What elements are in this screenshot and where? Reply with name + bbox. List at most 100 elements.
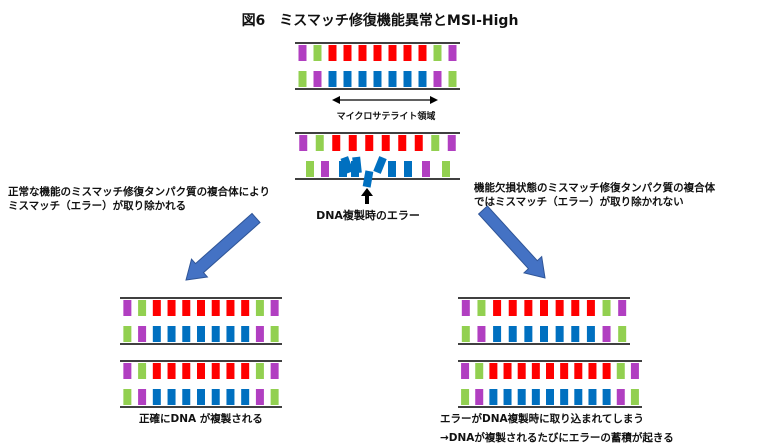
base-top (475, 363, 484, 379)
base-bottom (241, 326, 250, 342)
base-bottom (313, 71, 322, 87)
base-bottom (388, 161, 396, 177)
base-bottom (616, 389, 625, 405)
base-top (508, 300, 517, 316)
original-dna-duplex (295, 42, 460, 90)
base-bottom-looped-out (373, 156, 387, 174)
base-top (461, 300, 470, 316)
base-top (381, 135, 390, 151)
base-bottom (241, 389, 250, 405)
base-bottom (343, 71, 352, 87)
right-result-text-line2: →DNAが複製されるたびにエラーの蓄積が起きる (440, 432, 674, 444)
base-bottom (298, 71, 307, 87)
right-branch-text-line2: ではミスマッチ（エラー）が取り除かれない (474, 196, 684, 208)
right-branch-text-line1: 機能欠損状態のミスマッチ修復タンパク質の複合体 (474, 182, 716, 194)
base-top (299, 135, 308, 151)
left-result-duplex-1 (120, 297, 282, 345)
base-top (182, 300, 191, 316)
base-bottom (138, 389, 147, 405)
base-bottom (531, 389, 540, 405)
base-top (138, 300, 147, 316)
left-branch-arrow (185, 212, 261, 281)
base-bottom (588, 389, 597, 405)
base-top (138, 363, 147, 379)
base-bottom (373, 71, 382, 87)
right-branch-arrow (477, 205, 546, 279)
base-top (315, 135, 324, 151)
base-bottom (403, 71, 412, 87)
base-bottom (270, 389, 279, 405)
base-bottom (182, 326, 191, 342)
base-bottom (555, 326, 564, 342)
base-bottom (433, 71, 442, 87)
microsatellite-range-arrow (332, 96, 438, 104)
base-top (517, 363, 526, 379)
microsatellite-label: マイクロサテライト領域 (336, 112, 436, 122)
base-bottom (422, 161, 430, 177)
base-bottom (477, 326, 486, 342)
base-top (167, 363, 176, 379)
base-top (546, 363, 554, 379)
base-top (373, 45, 382, 61)
error-dna-duplex (295, 132, 460, 188)
base-top (602, 300, 611, 316)
base-top (524, 300, 533, 316)
base-bottom (602, 389, 611, 405)
base-bottom (508, 326, 517, 342)
base-top (332, 135, 341, 151)
base-bottom (152, 326, 161, 342)
error-pointer-arrow (361, 188, 373, 204)
base-bottom (586, 326, 595, 342)
base-bottom (560, 389, 569, 405)
base-top (618, 300, 627, 316)
base-bottom (618, 326, 627, 342)
base-top (414, 135, 423, 151)
base-top (343, 45, 352, 61)
base-bottom (152, 389, 161, 405)
base-top (167, 300, 176, 316)
base-bottom (255, 326, 264, 342)
base-bottom (571, 326, 580, 342)
base-top (477, 300, 486, 316)
left-branch-text-line1: 正常な機能のミスマッチ修復タンパク質の複合体により (8, 186, 270, 198)
base-top (448, 45, 457, 61)
base-bottom (182, 389, 191, 405)
base-bottom (211, 326, 220, 342)
base-top (226, 363, 235, 379)
base-bottom (404, 161, 412, 177)
base-bottom (167, 326, 176, 342)
right-result-duplex-2 (458, 360, 642, 408)
base-bottom (197, 389, 205, 405)
base-top (365, 135, 374, 151)
base-bottom (123, 389, 132, 405)
diagram-title: 図6 ミスマッチ修復機能異常とMSI-High (241, 13, 519, 29)
base-bottom (328, 71, 337, 87)
base-bottom (546, 389, 554, 405)
base-top (403, 45, 412, 61)
base-bottom (226, 389, 235, 405)
base-bottom (630, 389, 639, 405)
base-top (211, 363, 220, 379)
base-bottom (475, 389, 484, 405)
base-bottom (226, 326, 235, 342)
base-top (461, 363, 470, 379)
dna-strands (120, 42, 642, 408)
base-top (255, 300, 264, 316)
base-top (123, 300, 132, 316)
right-result-duplex-1 (458, 297, 630, 345)
base-top (431, 135, 440, 151)
base-top (226, 300, 235, 316)
base-top (503, 363, 512, 379)
base-bottom (197, 326, 205, 342)
base-bottom (503, 389, 512, 405)
left-result-duplex-2 (120, 360, 282, 408)
base-bottom (493, 326, 502, 342)
base-top (531, 363, 540, 379)
base-top (616, 363, 625, 379)
base-top (358, 45, 367, 61)
base-top (211, 300, 220, 316)
base-bottom (540, 326, 548, 342)
base-bottom (270, 326, 279, 342)
base-bottom-looped-out (362, 170, 374, 188)
base-bottom (517, 389, 526, 405)
